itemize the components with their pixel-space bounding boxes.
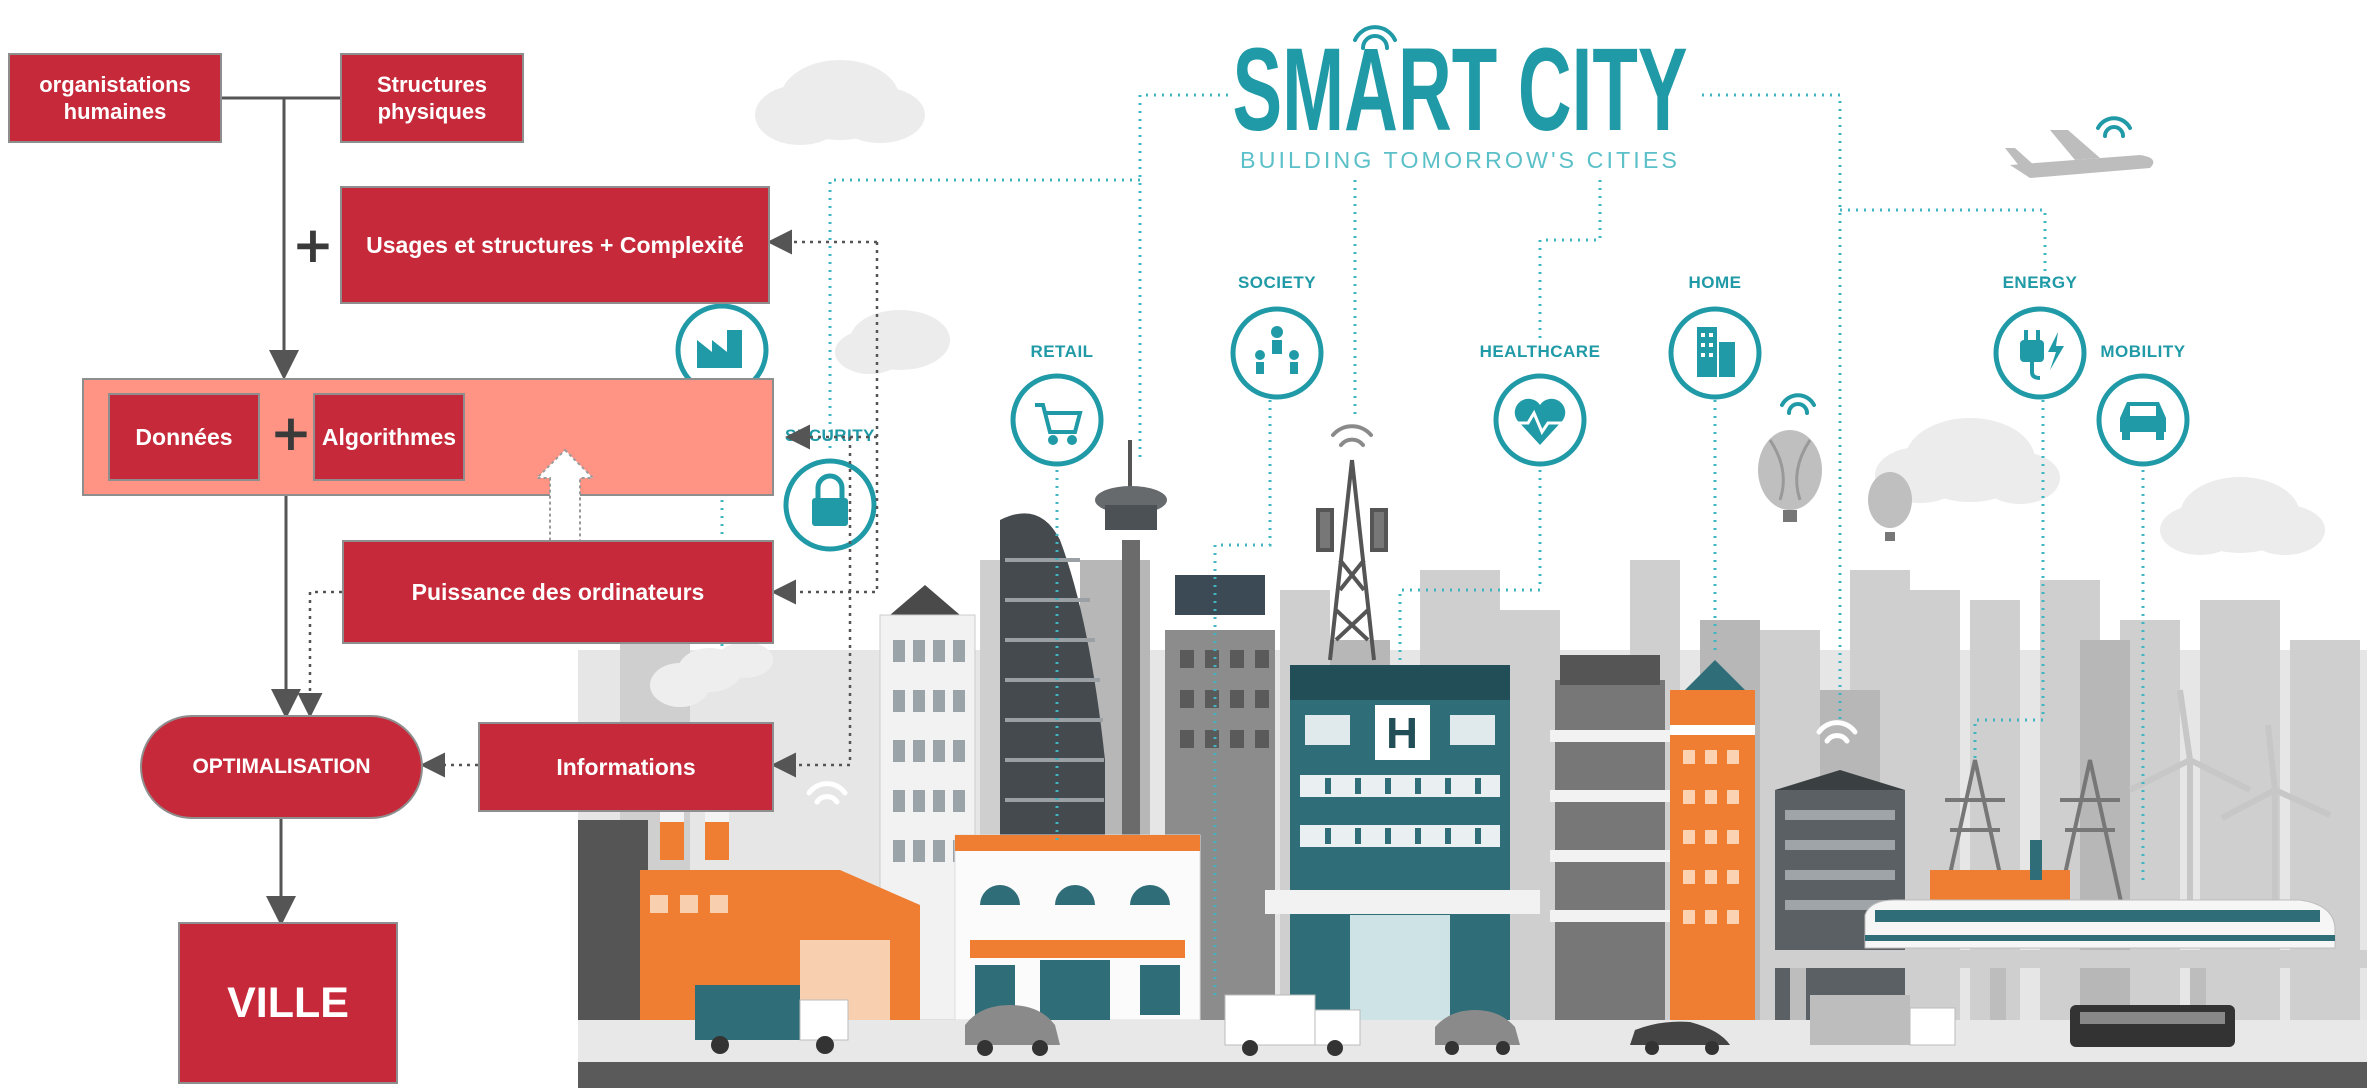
car-icon [2120, 402, 2166, 440]
wind-turbines [2128, 689, 2332, 920]
hospital: H [1265, 665, 1540, 1020]
label-mobility: MOBILITY [2100, 342, 2185, 361]
smart-city-subtitle: BUILDING TOMORROW'S CITIES [1240, 147, 1680, 173]
category-healthcare[interactable]: HEALTHCARE [1480, 342, 1601, 467]
lock-icon [812, 473, 848, 526]
node-donnees: Données [108, 393, 260, 481]
category-society[interactable]: SOCIETY [1230, 273, 1324, 400]
plug-icon [2020, 330, 2064, 380]
shopping-cart-icon [1035, 403, 1083, 445]
node-structures-physiques: Structures physiques [340, 53, 524, 143]
plus-operator: + [292, 216, 334, 274]
node-informations: Informations [478, 722, 774, 812]
apartment-building [1550, 655, 1670, 1020]
label-energy: ENERGY [2003, 273, 2078, 292]
node-usages-complexite: Usages et structures + Complexité [340, 186, 770, 304]
network-lines [720, 93, 2145, 1000]
category-home[interactable]: HOME [1668, 273, 1762, 400]
hot-air-balloons [1758, 430, 1912, 541]
factory [578, 642, 920, 1020]
wifi-signals [1353, 25, 2132, 415]
elevated-train [1770, 899, 2367, 1020]
plus-operator: + [270, 404, 312, 462]
label-retail: RETAIL [1030, 342, 1093, 361]
label-home: HOME [1689, 273, 1742, 292]
smart-city-title: SMART CITY [1233, 24, 1688, 156]
node-algorithmes: Algorithmes [313, 393, 465, 481]
smart-city-illustration: H [578, 24, 2367, 1088]
airplane [2005, 130, 2154, 178]
node-ville: VILLE [178, 922, 398, 1084]
home-tower [1670, 660, 1755, 1020]
label-healthcare: HEALTHCARE [1480, 342, 1601, 361]
hospital-sign: H [1386, 709, 1418, 758]
node-puissance-ordinateurs: Puissance des ordinateurs [342, 540, 774, 644]
node-optimalisation: OPTIMALISATION [140, 715, 423, 819]
category-energy[interactable]: ENERGY [1993, 273, 2087, 400]
vehicles [695, 985, 2235, 1056]
node-organisations-humaines: organistations humaines [8, 53, 222, 143]
people-icon [1255, 326, 1299, 374]
heart-icon [1514, 398, 1566, 445]
category-retail[interactable]: RETAIL [1010, 342, 1104, 467]
antenna-mast [1316, 459, 1388, 661]
building-icon [1697, 327, 1735, 377]
label-society: SOCIETY [1238, 273, 1316, 292]
category-mobility[interactable]: MOBILITY [2096, 342, 2190, 467]
